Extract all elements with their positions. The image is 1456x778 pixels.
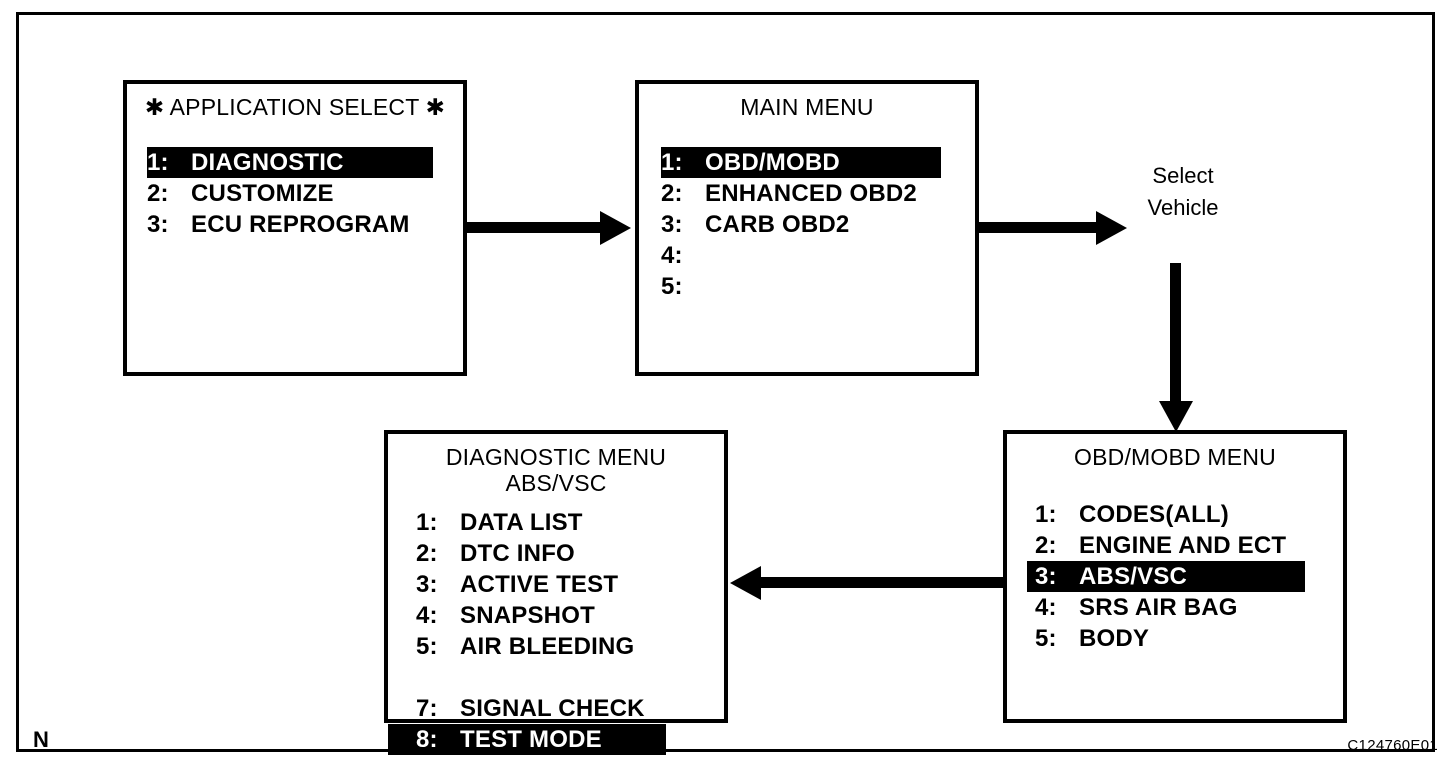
diagnostic-menu-list: 1: DATA LIST 2: DTC INFO 3: ACTIVE TEST …: [388, 507, 724, 755]
menu-item-index: 3:: [416, 570, 438, 598]
menu-item-label: ENHANCED OBD2: [705, 179, 917, 207]
menu-item-blank-row: [416, 662, 724, 693]
menu-item-slot-5[interactable]: 5:: [661, 271, 975, 302]
menu-item-index: 1:: [416, 508, 438, 536]
menu-item-label: AIR BLEEDING: [460, 632, 635, 660]
menu-item-index: 5:: [416, 632, 438, 660]
menu-item-label: DTC INFO: [460, 539, 575, 567]
menu-item-index: 2:: [1035, 531, 1057, 559]
menu-item-label: SIGNAL CHECK: [460, 694, 645, 722]
menu-item-slot-4[interactable]: 4:: [661, 240, 975, 271]
menu-item-carb-obd2[interactable]: 3: CARB OBD2: [661, 209, 975, 240]
obd-mobd-menu-title: OBD/MOBD MENU: [1074, 444, 1276, 470]
menu-item-index: 3:: [661, 210, 683, 238]
menu-item-srs-air-bag[interactable]: 4: SRS AIR BAG: [1035, 592, 1343, 623]
screen-obd-mobd-menu: OBD/MOBD MENU 1: CODES(ALL) 2: ENGINE AN…: [1003, 430, 1347, 723]
screen-diagnostic-menu: DIAGNOSTIC MENU ABS/VSC 1: DATA LIST 2: …: [384, 430, 728, 755]
menu-item-index: 1:: [147, 148, 169, 176]
menu-item-label: ECU REPROGRAM: [191, 210, 410, 238]
menu-item-label: ENGINE AND ECT: [1079, 531, 1287, 559]
menu-item-label: TEST MODE: [460, 725, 602, 753]
menu-item-enhanced-obd2[interactable]: 2: ENHANCED OBD2: [661, 178, 975, 209]
menu-item-label: OBD/MOBD: [705, 148, 840, 176]
menu-item-index: 2:: [661, 179, 683, 207]
menu-item-label: BODY: [1079, 624, 1150, 652]
menu-item-air-bleeding[interactable]: 5: AIR BLEEDING: [416, 631, 724, 662]
menu-item-label: DATA LIST: [460, 508, 583, 536]
screen-main-menu: MAIN MENU 1: OBD/MOBD 2: ENHANCED OBD2 3…: [635, 80, 979, 376]
menu-item-index: 8:: [416, 725, 438, 753]
menu-item-obd-mobd[interactable]: 1: OBD/MOBD: [661, 146, 941, 178]
main-menu-title: MAIN MENU: [740, 94, 874, 120]
menu-item-index: 7:: [416, 694, 438, 722]
menu-item-label: ABS/VSC: [1079, 562, 1188, 590]
menu-item-index: 2:: [416, 539, 438, 567]
menu-item-ecu-reprogram[interactable]: 3: ECU REPROGRAM: [147, 209, 463, 240]
diagnostic-menu-title-line1: DIAGNOSTIC MENU: [445, 444, 667, 470]
figure-id-code: C124760E01: [1347, 737, 1438, 754]
menu-item-index: 3:: [1035, 562, 1057, 590]
obd-mobd-menu-list: 1: CODES(ALL) 2: ENGINE AND ECT 3: ABS/V…: [1007, 499, 1343, 654]
menu-item-label: CUSTOMIZE: [191, 179, 334, 207]
menu-item-index: 4:: [661, 241, 683, 269]
menu-item-index: 5:: [1035, 624, 1057, 652]
screen-application-select: ✱ APPLICATION SELECT ✱ 1: DIAGNOSTIC 2: …: [123, 80, 467, 376]
menu-item-customize[interactable]: 2: CUSTOMIZE: [147, 178, 463, 209]
diagnostic-menu-title-line2: ABS/VSC: [505, 469, 607, 496]
menu-item-index: 5:: [661, 272, 683, 300]
menu-item-label: DIAGNOSTIC: [191, 148, 344, 176]
menu-item-label: SRS AIR BAG: [1079, 593, 1238, 621]
menu-item-diagnostic[interactable]: 1: DIAGNOSTIC: [147, 146, 433, 178]
application-select-title: ✱ APPLICATION SELECT ✱: [144, 94, 446, 120]
menu-item-data-list[interactable]: 1: DATA LIST: [416, 507, 724, 538]
menu-item-index: 3:: [147, 210, 169, 238]
main-menu-list: 1: OBD/MOBD 2: ENHANCED OBD2 3: CARB OBD…: [639, 146, 975, 302]
menu-item-dtc-info[interactable]: 2: DTC INFO: [416, 538, 724, 569]
menu-item-index: 1:: [661, 148, 683, 176]
menu-item-test-mode[interactable]: 8: TEST MODE: [388, 723, 666, 755]
menu-item-snapshot[interactable]: 4: SNAPSHOT: [416, 600, 724, 631]
select-vehicle-label: Select Vehicle: [1147, 163, 1219, 220]
menu-item-label: CODES(ALL): [1079, 500, 1229, 528]
menu-item-signal-check[interactable]: 7: SIGNAL CHECK: [416, 693, 724, 724]
menu-item-body[interactable]: 5: BODY: [1035, 623, 1343, 654]
menu-item-index: 2:: [147, 179, 169, 207]
menu-item-index: 4:: [416, 601, 438, 629]
menu-item-engine-and-ect[interactable]: 2: ENGINE AND ECT: [1035, 530, 1343, 561]
figure-border: [16, 12, 1435, 752]
menu-item-abs-vsc[interactable]: 3: ABS/VSC: [1027, 560, 1305, 592]
menu-item-index: 4:: [1035, 593, 1057, 621]
application-select-list: 1: DIAGNOSTIC 2: CUSTOMIZE 3: ECU REPROG…: [127, 146, 463, 240]
menu-item-index: 1:: [1035, 500, 1057, 528]
menu-item-label: ACTIVE TEST: [460, 570, 619, 598]
orientation-marker-n: N: [33, 727, 49, 752]
menu-item-label: CARB OBD2: [705, 210, 850, 238]
menu-item-codes-all[interactable]: 1: CODES(ALL): [1035, 499, 1343, 530]
menu-item-active-test[interactable]: 3: ACTIVE TEST: [416, 569, 724, 600]
menu-item-label: SNAPSHOT: [460, 601, 595, 629]
